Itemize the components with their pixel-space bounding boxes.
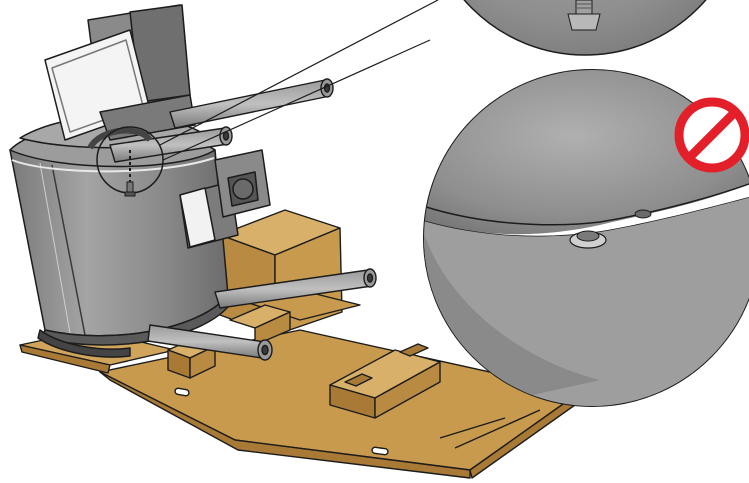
prohibited-icon	[674, 97, 749, 173]
shipping-carton	[167, 209, 441, 419]
zoom-magnifier-bottom	[423, 69, 749, 407]
screw-icon	[124, 181, 136, 197]
display-assembly	[44, 4, 196, 141]
zoom-magnifier-top	[463, 0, 707, 56]
screw-callout	[96, 0, 439, 197]
support-bars	[87, 78, 377, 361]
screw-icon	[567, 0, 601, 31]
foot-nub	[569, 230, 607, 249]
